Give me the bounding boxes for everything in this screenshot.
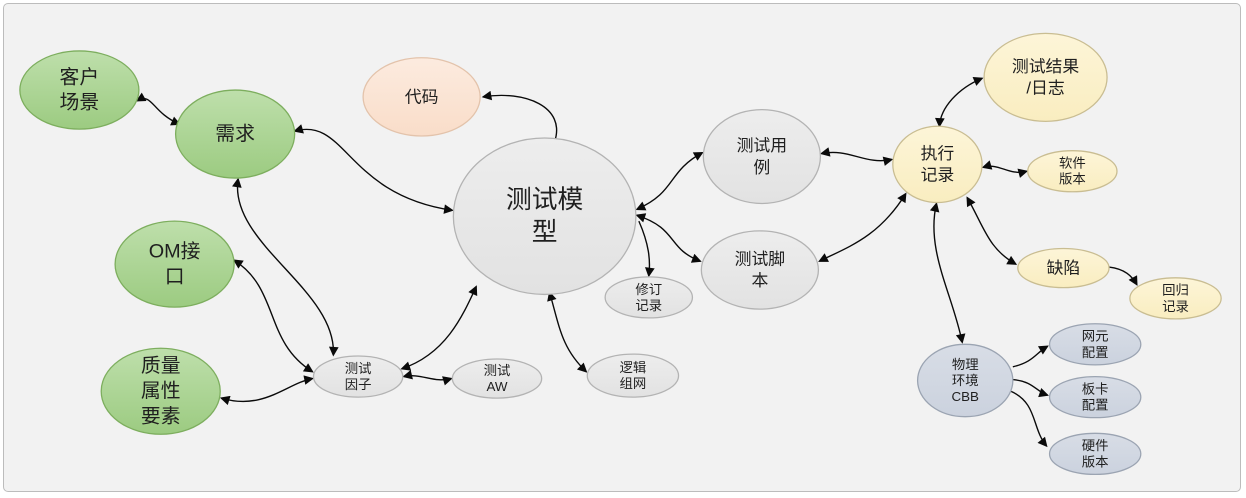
- node-software-version: 软件版本: [1027, 150, 1118, 193]
- node-revision-record: 修订记录: [604, 276, 694, 319]
- edge-test-model-to-code: [481, 90, 558, 143]
- edge-physical-env-cbb-to-hardware-version: [1010, 390, 1048, 448]
- customer-scenario-shape: [19, 50, 140, 130]
- node-test-result-log: 测试结果/日志: [983, 32, 1108, 122]
- node-execution-record: 执行记录: [892, 125, 983, 204]
- board-config-shape: [1048, 375, 1142, 419]
- software-version-shape: [1027, 150, 1118, 193]
- om-interface-shape: [114, 220, 235, 308]
- physical-env-cbb-shape: [916, 343, 1014, 418]
- edge-execution-record-to-test-result-log: [935, 77, 984, 128]
- node-defect: 缺陷: [1017, 247, 1110, 289]
- regression-record-shape: [1129, 277, 1222, 320]
- quality-attributes-shape: [100, 347, 221, 435]
- edge-quality-attributes-to-test-factor: [219, 375, 314, 406]
- edge-physical-env-cbb-to-ne-config: [1012, 345, 1049, 368]
- execution-record-shape: [892, 125, 983, 204]
- test-result-log-shape: [983, 32, 1108, 122]
- node-customer-scenario: 客户场景: [19, 50, 140, 130]
- edges-layer: [135, 77, 1138, 448]
- node-logic-network: 逻辑组网: [586, 353, 680, 398]
- defect-shape: [1017, 247, 1110, 289]
- test-aw-shape: [451, 358, 543, 399]
- edge-requirement-to-test-model: [293, 124, 454, 214]
- edge-physical-env-cbb-to-board-config: [1012, 378, 1049, 398]
- node-om-interface: OM接口: [114, 220, 235, 308]
- edge-execution-record-to-physical-env-cbb: [929, 202, 966, 344]
- edge-om-interface-to-test-factor: [232, 259, 314, 373]
- edge-requirement-to-test-factor: [232, 177, 339, 357]
- ne-config-shape: [1048, 323, 1142, 366]
- node-test-model: 测试模型: [452, 137, 637, 296]
- test-model-shape: [452, 137, 637, 296]
- node-requirement: 需求: [174, 89, 296, 179]
- logic-network-shape: [586, 353, 680, 398]
- edge-test-factor-to-test-model: [400, 285, 478, 371]
- code-shape: [362, 57, 481, 137]
- test-case-shape: [702, 108, 822, 205]
- node-test-factor: 测试因子: [312, 355, 404, 398]
- edge-execution-record-to-software-version: [981, 160, 1029, 178]
- node-ne-config: 网元配置: [1048, 323, 1142, 366]
- edge-defect-to-regression-record: [1108, 266, 1138, 286]
- edge-test-model-to-revision-record: [638, 220, 655, 278]
- node-board-config: 板卡配置: [1048, 375, 1142, 419]
- test-script-shape: [700, 230, 820, 310]
- node-code: 代码: [362, 57, 481, 137]
- node-quality-attributes: 质量属性要素: [100, 347, 221, 435]
- hardware-version-shape: [1048, 432, 1142, 476]
- node-hardware-version: 硬件版本: [1048, 432, 1142, 476]
- node-test-case: 测试用例: [702, 108, 822, 205]
- node-test-script: 测试脚本: [700, 230, 820, 310]
- requirement-shape: [174, 89, 296, 179]
- edge-test-model-to-test-case: [635, 151, 704, 211]
- edge-test-model-to-logic-network: [547, 291, 588, 373]
- edge-test-factor-to-test-aw: [402, 370, 453, 386]
- test-factor-shape: [312, 355, 404, 398]
- revision-record-shape: [604, 276, 694, 319]
- edge-customer-scenario-to-requirement: [135, 92, 181, 126]
- edge-execution-record-to-test-script: [818, 192, 907, 262]
- edge-test-model-to-test-script: [635, 213, 702, 263]
- edge-execution-record-to-defect: [966, 196, 1018, 265]
- node-regression-record: 回归记录: [1129, 277, 1222, 320]
- edge-test-case-to-execution-record: [819, 147, 894, 166]
